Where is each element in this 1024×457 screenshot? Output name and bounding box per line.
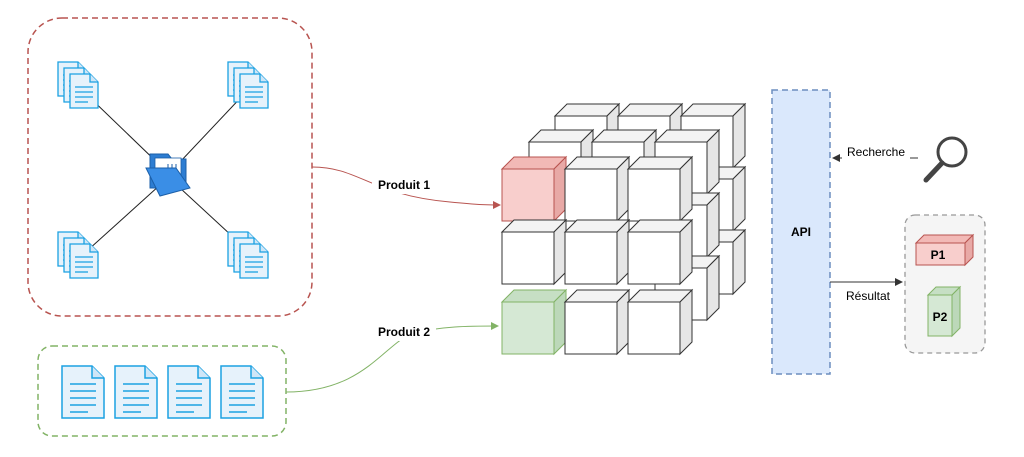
document-stack-icon [58, 232, 98, 278]
document-stack-icon [58, 62, 98, 108]
document-stack-icon [228, 232, 268, 278]
cube-cell [627, 289, 693, 355]
cube-cell [501, 219, 567, 285]
cube-cell [627, 156, 693, 222]
cube-cell [564, 219, 630, 285]
connector-line [87, 184, 161, 251]
data-cube [501, 103, 746, 355]
document-icon [61, 365, 105, 419]
magnifier-icon [923, 136, 968, 183]
result-p1-block [914, 233, 975, 267]
document-stack-icon [228, 62, 268, 108]
api-box [771, 89, 831, 375]
search-label: Recherche [847, 145, 905, 159]
product1-label: Produit 1 [378, 178, 430, 192]
product2-label: Produit 2 [378, 325, 430, 339]
cube-cell-product2 [501, 289, 567, 355]
document-icon [220, 365, 264, 419]
cube-cell [564, 156, 630, 222]
result-p2-label: P2 [933, 310, 948, 324]
folder-icon [145, 153, 191, 197]
document-icon [167, 365, 211, 419]
cube-cell [564, 289, 630, 355]
document-icon [114, 365, 158, 419]
result-p2-block [926, 285, 962, 338]
result-p1-label: P1 [931, 248, 946, 262]
cube-cell [627, 219, 693, 285]
result-label: Résultat [846, 289, 891, 303]
product1-edge [311, 166, 501, 209]
connector-line [179, 91, 247, 163]
cube-cell-product1 [501, 156, 567, 222]
api-label: API [791, 225, 811, 239]
source-group-2 [37, 345, 287, 437]
